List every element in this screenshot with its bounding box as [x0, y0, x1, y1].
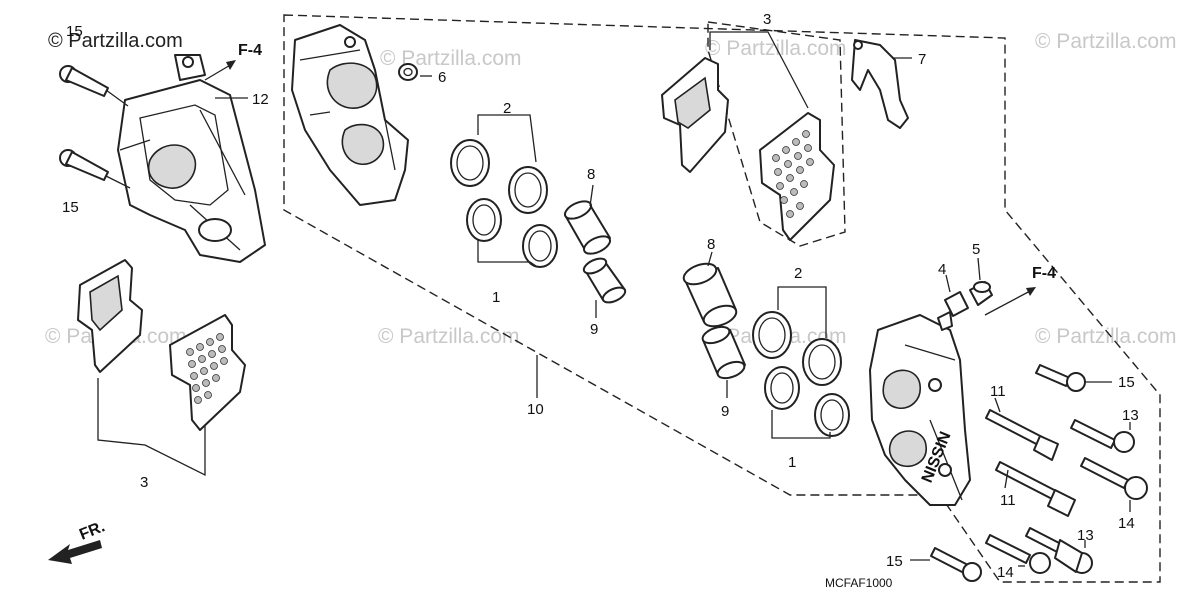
bleeder-cap-5 [969, 281, 993, 306]
callout-9: 9 [590, 321, 598, 338]
callout-4: 4 [938, 261, 946, 278]
callout-11: 11 [1000, 492, 1016, 509]
right-caliper: NISSIN [869, 314, 971, 506]
pad-pin-upper [985, 409, 1059, 461]
callout-9: 9 [721, 403, 729, 420]
front-direction-label: FR. [77, 518, 107, 543]
left-brake-pads [77, 259, 246, 431]
bolt-13-upper [1070, 419, 1135, 453]
left-bolt-upper [59, 65, 109, 97]
callout-7: 7 [918, 51, 926, 68]
callout-6: 6 [438, 69, 446, 86]
bolt-14-upper [1080, 457, 1148, 500]
watermark-top-left: © Partzilla.com [48, 30, 183, 52]
callout-5: 5 [972, 241, 980, 258]
callout-14: 14 [1118, 515, 1135, 532]
arrow-icon [1026, 287, 1036, 296]
leader [945, 274, 951, 293]
reference-left: F-4 [204, 42, 262, 81]
bleeder-valve-4 [937, 291, 969, 331]
leader [477, 240, 537, 267]
top-brake-pads [661, 57, 835, 241]
callout-1: 1 [492, 289, 500, 306]
reference-label-left: F-4 [238, 42, 262, 59]
leader [105, 89, 129, 107]
callout-3: 3 [763, 11, 771, 28]
watermark: © Partzilla.com [705, 37, 847, 60]
leader [204, 63, 233, 81]
leader [777, 286, 827, 338]
leader [709, 31, 809, 109]
leader [1004, 469, 1009, 489]
pistons-upper [563, 200, 627, 304]
right-bolt-15-upper [1035, 364, 1086, 392]
caliper-inner-half [291, 24, 409, 206]
leader [771, 410, 831, 439]
callout-3: 3 [140, 474, 148, 491]
leader [589, 184, 594, 207]
reference-label-right: F-4 [1032, 265, 1056, 282]
reference-right: F-4 [984, 265, 1056, 316]
watermark: © Partzilla.com [378, 325, 520, 348]
callout-15: 15 [62, 199, 79, 216]
leader [707, 251, 713, 267]
pad-pin-lower [995, 461, 1076, 517]
leader [105, 175, 131, 189]
pad-friction-dots [772, 130, 814, 218]
callout-numbers: 15 15 12 3 6 3 7 2 8 1 9 10 8 2 9 1 4 5 … [62, 11, 1139, 581]
callout-2: 2 [503, 100, 511, 117]
callout-13: 13 [1122, 407, 1139, 424]
callout-8: 8 [587, 166, 595, 183]
pistons-lower [682, 262, 746, 380]
callout-14: 14 [997, 564, 1014, 581]
diagram-code: MCFAF1000 [825, 576, 893, 590]
leader [984, 289, 1033, 316]
callout-15: 15 [1118, 374, 1135, 391]
bolt-13-lower [1025, 527, 1093, 574]
watermark: © Partzilla.com [1035, 325, 1177, 348]
right-bolt-15-lower [930, 547, 982, 582]
piston-seals-lower [752, 311, 850, 437]
callout-10: 10 [527, 401, 544, 418]
pad-friction-dots [186, 333, 228, 404]
bolt-14-lower [985, 534, 1051, 574]
left-caliper [117, 54, 266, 263]
pad-set-outline [707, 21, 846, 247]
front-arrow-icon [48, 540, 102, 564]
callout-15: 15 [66, 23, 83, 40]
callout-12: 12 [252, 91, 269, 108]
watermark: © Partzilla.com [380, 47, 522, 70]
leader [994, 397, 1001, 413]
leader [477, 114, 537, 163]
callout-11: 11 [990, 383, 1006, 400]
watermark: © Partzilla.com [1035, 30, 1177, 53]
callout-15: 15 [886, 553, 903, 570]
nut-6 [398, 63, 418, 81]
callout-13: 13 [1077, 527, 1094, 544]
arrow-icon [226, 60, 236, 70]
leader [977, 257, 981, 281]
leader [97, 378, 206, 477]
callout-2: 2 [794, 265, 802, 282]
piston-seals-upper [450, 139, 558, 268]
callout-8: 8 [707, 236, 715, 253]
pad-spring-7 [851, 39, 909, 129]
left-bolt-lower [59, 149, 109, 181]
caliper-assembly-outline [283, 14, 1161, 583]
front-direction-indicator: FR. [48, 518, 107, 564]
callout-1: 1 [788, 454, 796, 471]
